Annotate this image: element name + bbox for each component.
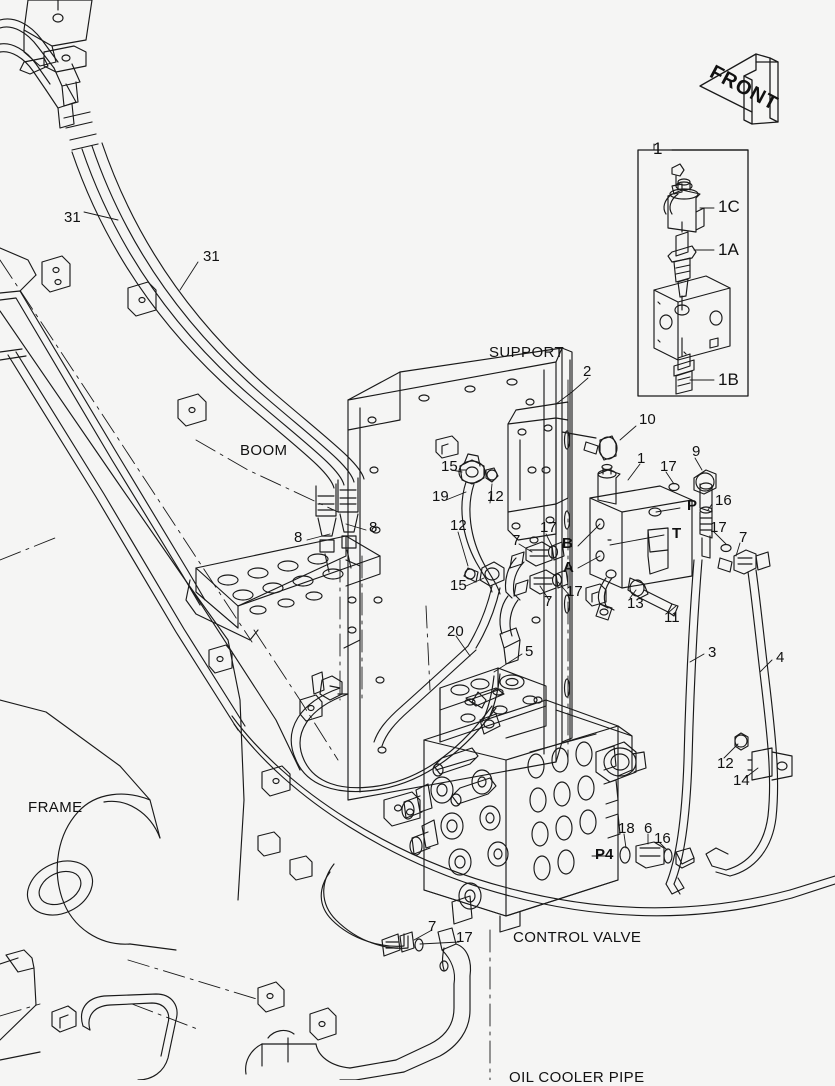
callout-13: 13: [627, 595, 644, 612]
callout-7-upper: 7: [512, 532, 521, 549]
center-lines: [0, 259, 569, 1080]
callout-3: 3: [708, 644, 717, 661]
callout-7-bottom: 7: [428, 918, 437, 935]
detail-callout-1: 1: [653, 139, 663, 158]
leader-lines: [83, 211, 773, 945]
detail-callout-1c: 1C: [718, 197, 740, 216]
callout-4: 4: [776, 649, 785, 666]
front-arrow-marker: [699, 53, 779, 125]
label-frame: FRAME: [28, 799, 83, 816]
callout-7-right: 7: [739, 529, 748, 546]
callout-19: 19: [432, 488, 449, 505]
callout-16-p4: 16: [654, 830, 671, 847]
callout-2: 2: [583, 363, 592, 380]
callout-17-a: 17: [566, 583, 583, 600]
callout-12-upper: 12: [487, 488, 504, 505]
hose-20: [373, 645, 477, 747]
fitting-7-right: [717, 549, 771, 575]
hose-3: [665, 559, 703, 895]
fittings-7-17-ab: [499, 541, 569, 665]
callout-10: 10: [639, 411, 656, 428]
boom-panel: [0, 247, 301, 901]
callout-6: 6: [644, 820, 653, 837]
detail-callout-1a: 1A: [718, 240, 739, 259]
detail-box: [637, 149, 749, 397]
frame-clips: [41, 255, 607, 1041]
port-label-p: P: [687, 497, 698, 514]
callout-12-clamp: 12: [717, 755, 734, 772]
boom-hose-upper: [0, 0, 365, 573]
callout-17-t: 17: [710, 519, 727, 536]
detail-callout-1b: 1B: [718, 370, 739, 389]
callout-5: 5: [525, 643, 534, 660]
detail-box-contents: [653, 143, 749, 395]
callout-20: 20: [447, 623, 464, 640]
callout-14: 14: [733, 772, 750, 789]
bolt-10: [583, 435, 618, 461]
label-support: SUPPORT: [489, 344, 565, 361]
callout-17-b: 17: [540, 519, 557, 536]
callout-31-lower: 31: [203, 248, 220, 265]
port-label-t: T: [672, 525, 682, 542]
swing-ring: [231, 715, 835, 917]
hose-4: [705, 569, 793, 877]
callout-7-lower: 7: [544, 593, 553, 610]
support-bracket: [347, 347, 573, 801]
callout-8-right: 8: [369, 519, 378, 536]
hose-5: [290, 671, 497, 793]
callout-8-left: 8: [294, 529, 303, 546]
callout-17-bottom: 17: [456, 929, 473, 946]
label-oil-cooler-pipe: OIL COOLER PIPE: [509, 1069, 645, 1086]
control-valve-body: [401, 667, 647, 933]
callout-17-p: 17: [660, 458, 677, 475]
port-label-b: B: [562, 535, 573, 552]
bottom-hose-7-17: [320, 863, 449, 972]
hose-19: [458, 453, 505, 649]
callout-11: 11: [664, 609, 680, 626]
oil-cooler-pipe: [245, 927, 472, 1080]
port-label-a: A: [563, 559, 574, 576]
callout-31-upper: 31: [64, 209, 81, 226]
p4-fitting-group: [619, 841, 695, 869]
callout-18: 18: [618, 820, 635, 837]
frame-outline: [0, 290, 246, 1080]
callout-15-upper: 15: [441, 458, 458, 475]
callout-9: 9: [692, 443, 701, 460]
callout-16-upper: 16: [715, 492, 732, 509]
detail-leaders: [689, 207, 715, 381]
callout-12-mid: 12: [450, 517, 467, 534]
callout-1-valve: 1: [637, 450, 646, 467]
step-plate: [185, 535, 381, 649]
port-label-p4: P4: [595, 846, 614, 863]
fitting-9-16-17: [668, 469, 732, 559]
label-boom: BOOM: [240, 442, 288, 459]
callout-15-lower: 15: [450, 577, 467, 594]
label-control-valve: CONTROL VALVE: [513, 929, 642, 946]
